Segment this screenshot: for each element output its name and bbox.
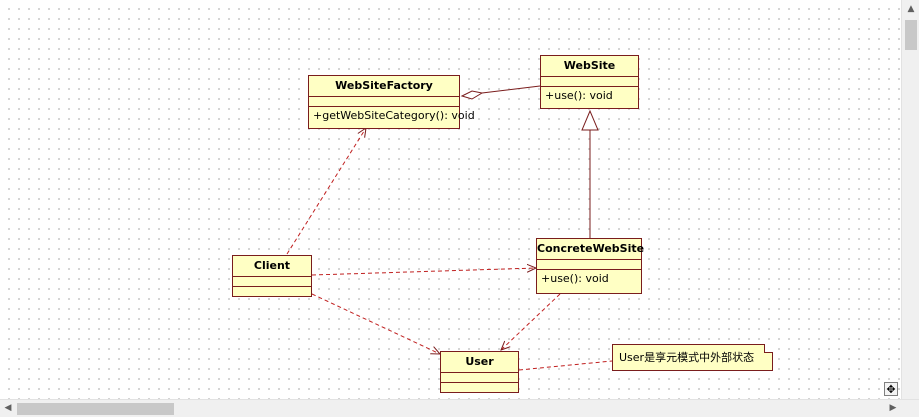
relationship-edges: [286, 85, 613, 371]
horizontal-scrollbar[interactable]: ◀ ▶: [0, 399, 919, 417]
dependency-client-factory: [286, 128, 366, 255]
attributes-compartment: [233, 277, 311, 287]
diagram-canvas[interactable]: WebSiteFactory +getWebSiteCategory(): vo…: [0, 0, 901, 399]
class-website[interactable]: WebSite +use(): void: [540, 55, 639, 109]
class-name: ConcreteWebSite: [537, 239, 644, 260]
note-external-state[interactable]: User是享元模式中外部状态: [612, 344, 773, 371]
attributes-compartment: [441, 373, 518, 383]
dependency-client-user: [311, 293, 440, 354]
aggregation-line: [481, 85, 541, 94]
dependency-client-concrete: [311, 268, 536, 276]
arrow-up-icon[interactable]: ▲: [907, 4, 915, 14]
horizontal-scroll-thumb[interactable]: [17, 403, 174, 415]
aggregation-diamond-icon: [460, 90, 484, 100]
dependency-concrete-user: [501, 293, 561, 350]
class-name: User: [441, 352, 518, 373]
attributes-compartment: [541, 77, 638, 87]
note-fold-icon: [764, 344, 773, 353]
arrow-right-icon[interactable]: ▶: [889, 403, 897, 413]
class-name: WebSite: [541, 56, 638, 77]
class-name: Client: [233, 256, 311, 277]
vertical-scroll-thumb[interactable]: [905, 20, 917, 50]
class-client[interactable]: Client: [232, 255, 312, 297]
operation: +getWebSiteCategory(): void: [313, 109, 475, 122]
arrow-left-icon[interactable]: ◀: [4, 403, 12, 413]
note-text: User是享元模式中外部状态: [619, 351, 755, 364]
class-concrete-website[interactable]: ConcreteWebSite +use(): void: [536, 238, 644, 294]
vertical-scrollbar[interactable]: ▲: [901, 0, 919, 399]
class-name: WebSiteFactory: [309, 76, 459, 97]
note-anchor-line: [518, 360, 613, 371]
operation: +use(): void: [545, 89, 613, 102]
attributes-compartment: [537, 260, 641, 270]
move-crosshair-icon[interactable]: ✥: [884, 382, 898, 396]
class-website-factory[interactable]: WebSiteFactory +getWebSiteCategory(): vo…: [308, 75, 475, 129]
class-user[interactable]: User: [440, 351, 519, 393]
operation: +use(): void: [541, 272, 609, 285]
generalization-triangle-icon: [581, 109, 599, 131]
attributes-compartment: [309, 97, 459, 107]
